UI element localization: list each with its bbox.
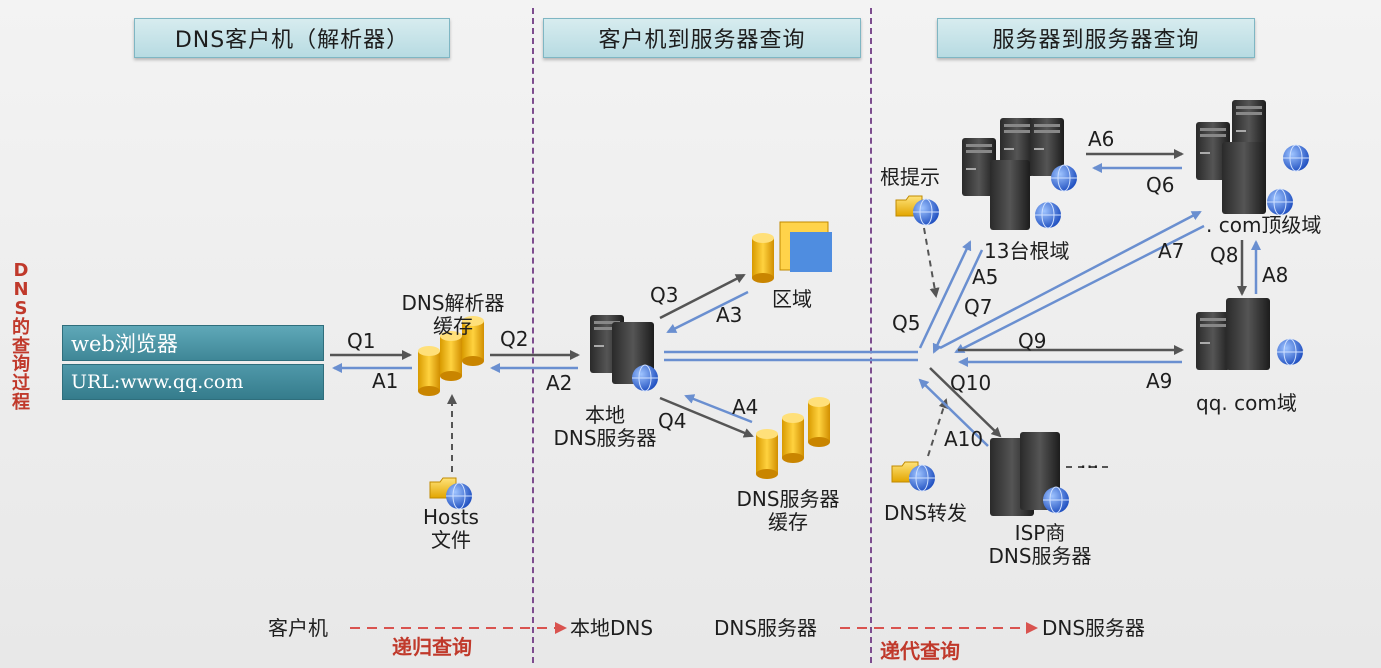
header-server-to-server: 服务器到服务器查询	[937, 18, 1255, 58]
com-tld-icon	[1196, 100, 1310, 216]
label-a5: A5	[972, 265, 999, 289]
root-hints-icon	[895, 195, 940, 226]
dns-forward-icon	[891, 461, 936, 492]
label-q8: Q8	[1210, 243, 1239, 267]
hosts-file-line1: Hosts	[423, 505, 479, 529]
isp-dns-line1: ISP商	[1014, 521, 1066, 545]
dns-cache-icon	[756, 397, 830, 479]
header-client: DNS客户机（解析器）	[134, 18, 450, 58]
isp-dns-label: ISP商 DNS服务器	[970, 522, 1110, 568]
legend-iterative: 递代查询	[880, 639, 960, 663]
com-tld-label: . com顶级域	[1206, 213, 1322, 237]
isp-dns-line2: DNS服务器	[988, 544, 1092, 568]
local-dns-line1: 本地	[585, 403, 625, 427]
divider-right	[870, 8, 872, 663]
label-a2: A2	[546, 371, 573, 395]
label-q4: Q4	[658, 409, 687, 433]
legend-dns-server: DNS服务器	[714, 616, 818, 640]
label-q7: Q7	[964, 295, 993, 319]
legend-dns-server-2: DNS服务器	[1042, 616, 1146, 640]
label-q9: Q9	[1018, 329, 1047, 353]
dns-cache-label: DNS服务器 缓存	[718, 488, 858, 534]
hosts-file-label: Hosts 文件	[406, 506, 496, 552]
root-servers-label: 13台根域	[984, 239, 1070, 263]
label-a4: A4	[732, 395, 759, 419]
resolver-cache-line1: DNS解析器	[401, 291, 505, 315]
side-title: DNS的查询过程	[12, 260, 30, 414]
resolver-cache-label: DNS解析器 缓存	[388, 292, 518, 338]
label-a7: A7	[1158, 239, 1185, 263]
divider-left	[532, 8, 534, 663]
zone-icon	[752, 221, 832, 283]
hosts-file-line2: 文件	[431, 528, 471, 552]
local-dns-line2: DNS服务器	[553, 426, 657, 450]
dns-cache-line1: DNS服务器	[736, 487, 840, 511]
label-a9: A9	[1146, 369, 1173, 393]
label-a1: A1	[372, 369, 399, 393]
label-q5: Q5	[892, 311, 921, 335]
label-q6: Q6	[1146, 173, 1175, 197]
browser-title: web浏览器	[62, 325, 324, 361]
label-q10: Q10	[950, 371, 992, 395]
header-client-to-server: 客户机到服务器查询	[543, 18, 861, 58]
label-a6: A6	[1088, 127, 1115, 151]
browser-url: URL:www.qq.com	[62, 364, 324, 400]
legend-local-dns: 本地DNS	[570, 616, 654, 640]
legend-recursive: 递归查询	[392, 635, 472, 659]
resolver-cache-line2: 缓存	[433, 314, 473, 338]
local-dns-label: 本地 DNS服务器	[540, 404, 670, 450]
label-a3: A3	[716, 303, 743, 327]
local-dns-server-icon	[590, 315, 659, 392]
label-a10: A10	[944, 427, 984, 451]
root-hints-label: 根提示	[880, 165, 940, 189]
dns-forward-label: DNS转发	[884, 501, 968, 525]
legend-client: 客户机	[268, 616, 328, 640]
isp-ellipsis: ...	[1080, 449, 1100, 473]
label-a8: A8	[1262, 263, 1289, 287]
isp-dns-icon	[990, 432, 1070, 516]
label-q3: Q3	[650, 283, 679, 307]
label-q2: Q2	[500, 327, 529, 351]
label-q1: Q1	[347, 329, 376, 353]
zone-label: 区域	[772, 287, 812, 311]
qq-domain-icon	[1196, 298, 1304, 370]
qq-domain-label: qq. com域	[1196, 391, 1297, 415]
dns-cache-line2: 缓存	[768, 510, 808, 534]
root-servers-icon	[962, 118, 1078, 230]
